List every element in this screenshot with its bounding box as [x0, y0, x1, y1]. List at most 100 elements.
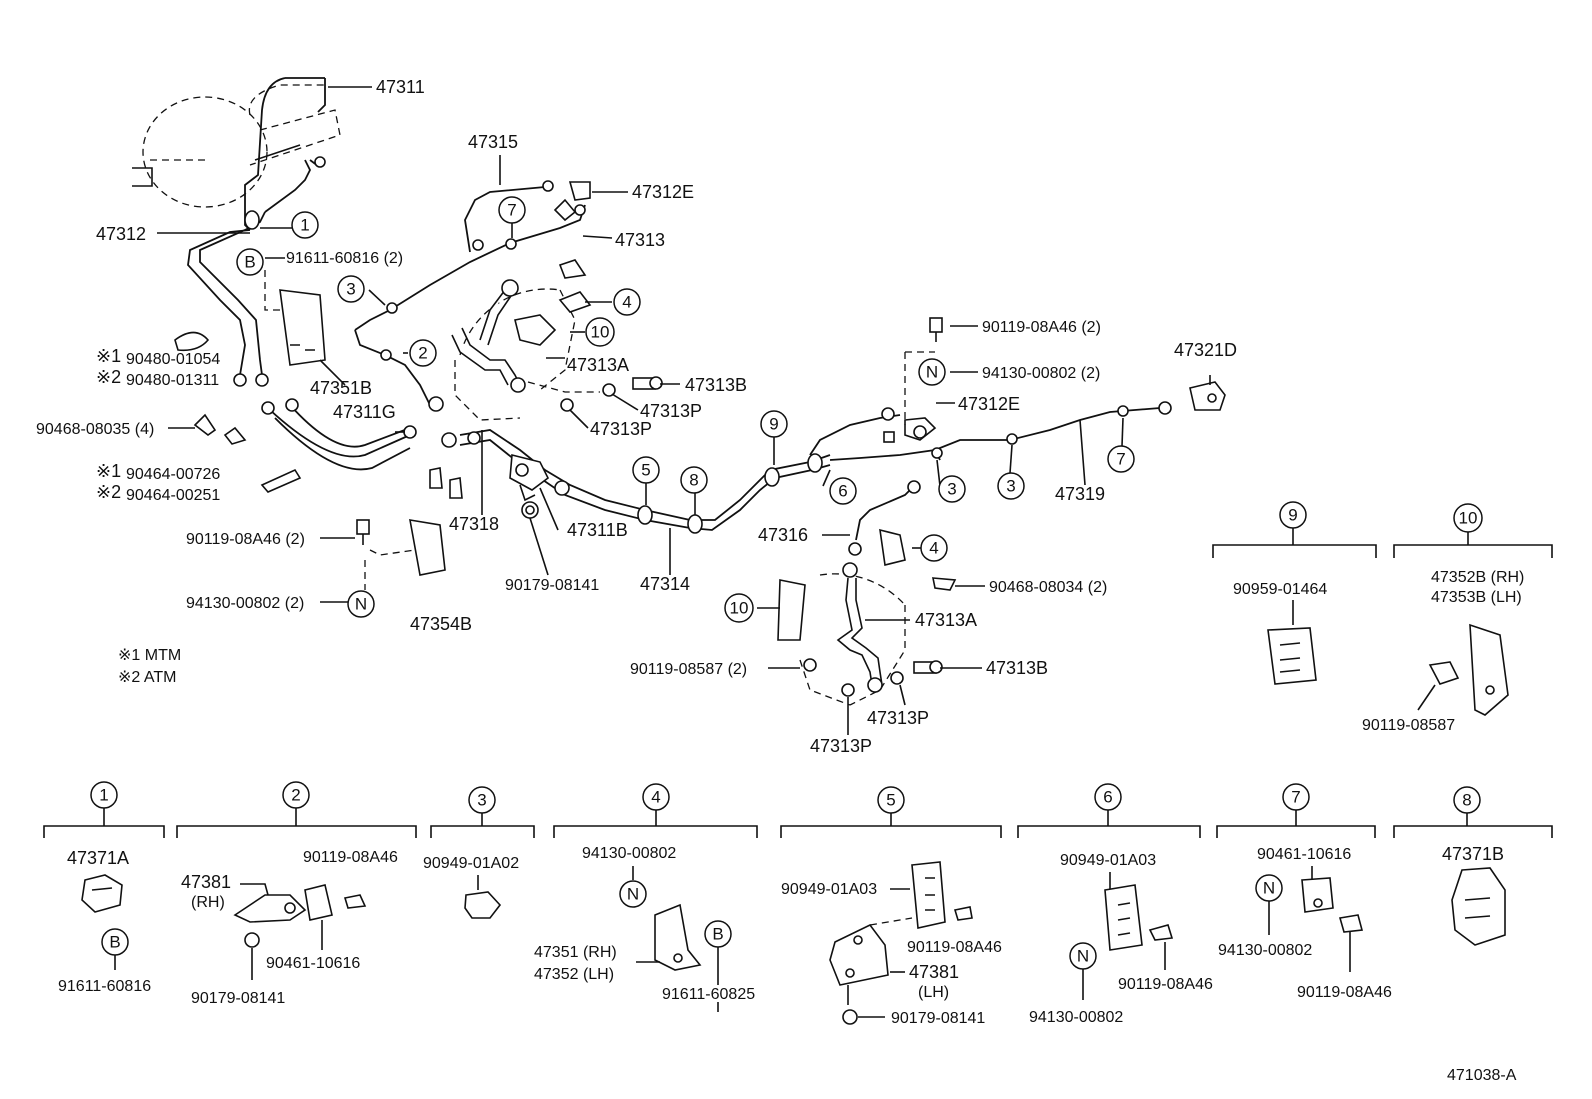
callout-4-top: 4	[613, 288, 641, 316]
callout-3-top: 3	[337, 275, 365, 303]
label-47313: 47313	[615, 230, 665, 250]
label-90468-08034-2: 90468-08034 (2)	[989, 579, 1107, 596]
detail-4-header: 4	[642, 783, 670, 811]
hose-47311g	[261, 398, 417, 471]
svg-text:10: 10	[591, 323, 610, 342]
callout-1-main: 1	[291, 211, 319, 239]
detail-10-header: 10	[1453, 503, 1483, 533]
svg-text:N: N	[926, 363, 938, 382]
detail-6-header: 6	[1094, 783, 1122, 811]
detail-10: 10 47352B (RH) 47353B (LH) 90119-08587	[1362, 503, 1553, 734]
label-47311: 47311	[376, 77, 425, 97]
svg-text:10: 10	[730, 599, 749, 618]
detail-9: 9 90959-01464	[1212, 501, 1377, 685]
callout-b-d4: B	[704, 920, 732, 948]
label-90119-08a46-d2: 90119-08A46	[303, 849, 398, 866]
label-90119-08a46-d5: 90119-08A46	[907, 939, 1002, 956]
label-90179-08141-d5: 90179-08141	[891, 1010, 985, 1027]
svg-text:N: N	[1263, 879, 1275, 898]
label-91611-60816-2: 91611-60816 (2)	[286, 250, 403, 267]
label-90959-01464: 90959-01464	[1233, 581, 1327, 598]
label-47312e-top: 47312E	[632, 182, 694, 202]
detail-7-header: 7	[1282, 783, 1310, 811]
label-90119-08587: 90119-08587	[1362, 717, 1455, 734]
label-47313b-right: 47313B	[986, 658, 1048, 678]
svg-text:4: 4	[929, 539, 938, 558]
legend-mtm: ※1 MTM	[118, 647, 181, 664]
svg-text:6: 6	[1103, 788, 1112, 807]
label-47353b-lh: 47353B (LH)	[1431, 589, 1522, 606]
svg-text:N: N	[355, 595, 367, 614]
label-91611-60825: 91611-60825	[662, 986, 755, 1003]
detail-9-header: 9	[1279, 501, 1307, 529]
label-94130-00802-2-left: 94130-00802 (2)	[186, 595, 304, 612]
callout-7-top: 7	[498, 196, 526, 224]
svg-text:9: 9	[769, 415, 778, 434]
callout-10-right: 10	[724, 593, 754, 623]
callout-5-mid: 5	[632, 456, 660, 484]
label-47316: 47316	[758, 525, 808, 545]
svg-text:7: 7	[507, 201, 516, 220]
callout-9-mid: 9	[760, 410, 788, 438]
label-90480-01311: 90480-01311	[126, 372, 219, 389]
tube-47314	[441, 429, 831, 534]
svg-text:B: B	[712, 925, 723, 944]
brake-booster	[132, 84, 341, 208]
svg-text:3: 3	[477, 791, 486, 810]
label-94130-00802-d6: 94130-00802	[1029, 1009, 1123, 1026]
label-90461-10616-d7: 90461-10616	[1257, 846, 1351, 863]
svg-text:6: 6	[838, 482, 847, 501]
detail-1: 1 47371A B 91611-60816	[43, 781, 165, 995]
callout-8-mid: 8	[680, 466, 708, 494]
callout-n-right: N	[918, 358, 946, 386]
label-mark1-a: ※1	[96, 346, 121, 366]
callout-n-d6: N	[1069, 942, 1097, 970]
svg-text:9: 9	[1288, 506, 1297, 525]
svg-text:2: 2	[418, 344, 427, 363]
label-47313a-right: 47313A	[915, 610, 977, 630]
bracket-47354b	[364, 519, 446, 590]
detail-6: 6 90949-01A03 90119-08A46 N 94130-00802	[1017, 783, 1213, 1026]
part-47321d	[1189, 381, 1226, 411]
grommet-90480	[174, 331, 210, 352]
label-47313p-top2: 47313P	[590, 419, 652, 439]
label-91611-60816: 91611-60816	[58, 978, 151, 995]
label-47315: 47315	[468, 132, 518, 152]
leader-lines	[157, 86, 1211, 735]
svg-text:3: 3	[1006, 477, 1015, 496]
callout-2-top: 2	[409, 339, 437, 367]
label-47313p-right1: 47313P	[867, 708, 929, 728]
label-47381-rh: 47381	[181, 872, 231, 892]
clamps-mid	[429, 467, 463, 499]
bolt-90119-left	[356, 519, 370, 545]
callout-3-right: 3	[938, 475, 966, 503]
clips-90464	[260, 468, 302, 493]
label-90468-08035-4: 90468-08035 (4)	[36, 421, 154, 438]
svg-text:1: 1	[300, 216, 309, 235]
detail-2-header: 2	[282, 781, 310, 809]
callout-n-d7: N	[1255, 874, 1283, 902]
label-94130-00802-d7: 94130-00802	[1218, 942, 1312, 959]
label-47313p-top1: 47313P	[640, 401, 702, 421]
label-90119-08a46-2-left: 90119-08A46 (2)	[186, 531, 305, 548]
callout-b-main: B	[236, 248, 264, 276]
svg-text:10: 10	[1459, 509, 1478, 528]
svg-text:N: N	[1077, 947, 1089, 966]
svg-text:4: 4	[622, 293, 631, 312]
detail-4: 4 94130-00802 N B 47351 (RH) 47352 (LH) …	[534, 783, 758, 1012]
label-90949-01a02: 90949-01A02	[423, 855, 519, 872]
label-lh-d5: (LH)	[918, 984, 949, 1001]
label-47352b-rh: 47352B (RH)	[1431, 569, 1524, 586]
svg-text:N: N	[627, 885, 639, 904]
label-47312: 47312	[96, 224, 146, 244]
svg-text:3: 3	[947, 480, 956, 499]
label-90464-00251: 90464-00251	[126, 487, 220, 504]
svg-text:5: 5	[641, 461, 650, 480]
label-90119-08587-2: 90119-08587 (2)	[630, 661, 747, 678]
label-mark2-a: ※2	[96, 367, 121, 387]
label-90119-08a46-d6: 90119-08A46	[1118, 976, 1213, 993]
label-47319: 47319	[1055, 484, 1105, 504]
label-47313a-top: 47313A	[567, 355, 629, 375]
